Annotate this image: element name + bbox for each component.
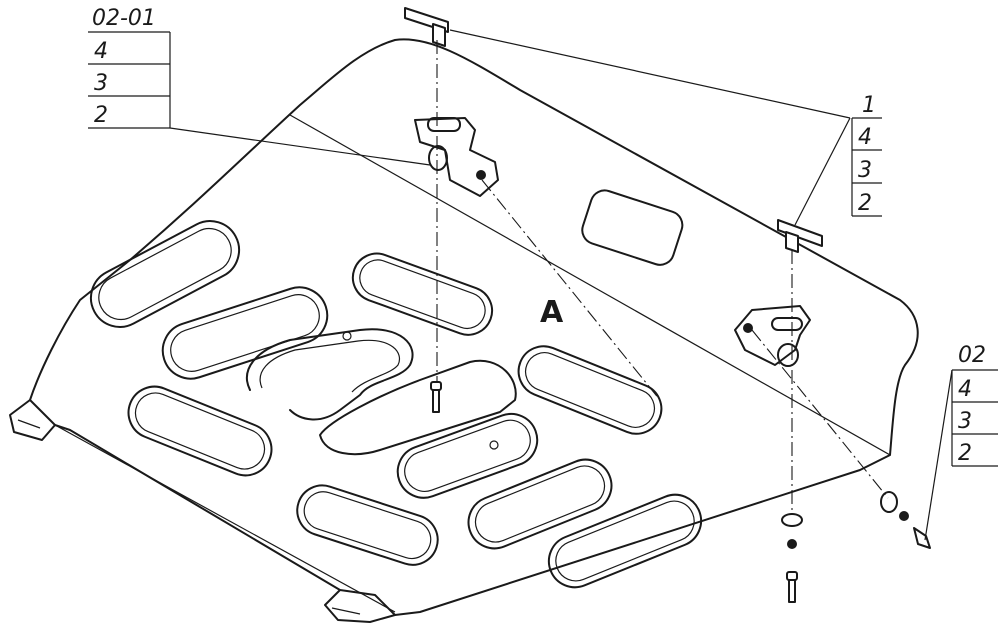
callout-item: 2 [858, 191, 872, 216]
callout-code: 02 [958, 343, 986, 368]
callout-item: 3 [958, 409, 972, 434]
washer-stack-front [880, 491, 931, 549]
callout-item: 2 [958, 441, 972, 466]
callout-item: 2 [94, 103, 108, 128]
callout-item: 4 [958, 377, 972, 402]
part-marking-letter: A [540, 295, 564, 330]
callout-item: 3 [94, 71, 108, 96]
leader-lines [169, 29, 953, 541]
callout-item: 4 [94, 39, 108, 64]
clip-nut-right [777, 219, 823, 253]
callout-02-01: 02-01 4 3 2 [88, 6, 171, 129]
callout-1: 1 4 3 2 [851, 93, 882, 217]
callout-code: 02-01 [92, 6, 156, 31]
callout-item: 4 [858, 125, 872, 150]
callout-02: 02 4 3 2 [951, 343, 998, 467]
service-hatch [581, 189, 684, 266]
assembly-axes [436, 40, 889, 515]
washer-stack-right [781, 513, 803, 603]
stamped-ribs [89, 220, 703, 589]
mounting-bracket-right [734, 305, 811, 367]
reinforcement-pad [319, 359, 517, 456]
callout-item: 3 [858, 158, 872, 183]
clip-nut-top [404, 7, 449, 47]
callout-code: 1 [862, 93, 876, 118]
bolt-left [430, 381, 442, 413]
